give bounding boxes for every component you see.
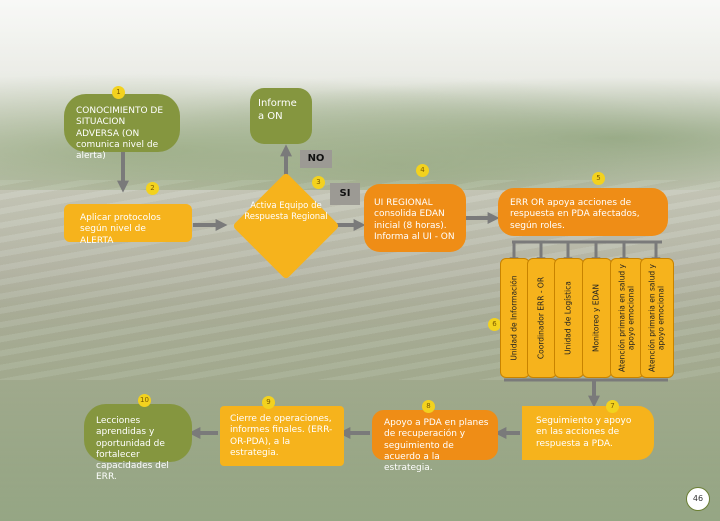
step-10-box: Lecciones aprendidas y oportunidad de fo… xyxy=(84,404,192,482)
step-5-text: ERR OR apoya acciones de respuesta en PD… xyxy=(510,198,640,231)
step-9-box: Cierre de operaciones, informes finales.… xyxy=(220,406,344,466)
unit-atencion-2: Atención primaria en salud y apoyo emoci… xyxy=(640,258,674,378)
page-number: 46 xyxy=(686,487,710,511)
step-4-text: UI REGIONAL consolida EDAN inicial (8 ho… xyxy=(374,198,455,242)
step-1-box: CONOCIMIENTO DE SITUACION ADVERSA (ON co… xyxy=(64,94,180,161)
unit-atencion-1-label: Atención primaria en salud y apoyo emoci… xyxy=(617,264,635,372)
step-6-number: 6 xyxy=(488,318,501,331)
unit-coordinador-label: Coordinador ERR - OR xyxy=(536,276,546,360)
unit-coordinador: Coordinador ERR - OR xyxy=(527,258,557,378)
step-10-text: Lecciones aprendidas y oportunidad de fo… xyxy=(96,416,169,483)
step-4-box: UI REGIONAL consolida EDAN inicial (8 ho… xyxy=(364,184,466,252)
step-3-text: Activa Equipo de Respuesta Regional xyxy=(244,201,328,222)
unit-logistica: Unidad de Logística xyxy=(554,258,584,378)
inform-on-box: Informe a ON xyxy=(250,88,312,144)
step-2-box: Aplicar protocolos según nivel de ALERTA xyxy=(64,204,192,246)
inform-on-text: Informe a ON xyxy=(258,98,297,122)
step-5-box: ERR OR apoya acciones de respuesta en PD… xyxy=(498,188,668,236)
unit-atencion-1: Atención primaria en salud y apoyo emoci… xyxy=(610,258,644,378)
step-10-number: 10 xyxy=(138,394,151,407)
step-9-text: Cierre de operaciones, informes finales.… xyxy=(230,414,333,458)
step-8-number: 8 xyxy=(422,400,435,413)
step-9-number: 9 xyxy=(262,396,275,409)
step-7-text: Seguimiento y apoyo en las acciones de r… xyxy=(536,416,632,449)
step-3-number: 3 xyxy=(312,176,325,189)
label-no: NO xyxy=(300,150,332,168)
step-4-number: 4 xyxy=(416,164,429,177)
step-7-number: 7 xyxy=(606,400,619,413)
step-8-box: Apoyo a PDA en planes de recuperación y … xyxy=(372,410,498,473)
unit-logistica-label: Unidad de Logística xyxy=(563,281,573,355)
label-si: SI xyxy=(330,183,360,205)
unit-monitoreo: Monitoreo y EDAN xyxy=(582,258,612,378)
step-8-text: Apoyo a PDA en planes de recuperación y … xyxy=(384,418,489,473)
step-5-number: 5 xyxy=(592,172,605,185)
step-1-text: CONOCIMIENTO DE SITUACION ADVERSA (ON co… xyxy=(76,106,164,161)
unit-monitoreo-label: Monitoreo y EDAN xyxy=(591,284,601,352)
unit-atencion-2-label: Atención primaria en salud y apoyo emoci… xyxy=(647,264,665,372)
step-7-box: Seguimiento y apoyo en las acciones de r… xyxy=(522,406,654,460)
unit-informacion-label: Unidad de Información xyxy=(509,275,519,361)
step-2-text: Aplicar protocolos según nivel de ALERTA xyxy=(80,213,161,246)
step-2-number: 2 xyxy=(146,182,159,195)
unit-informacion: Unidad de Información xyxy=(500,258,530,378)
step-3-text-wrap: Activa Equipo de Respuesta Regional xyxy=(244,201,328,222)
step-1-number: 1 xyxy=(112,86,125,99)
